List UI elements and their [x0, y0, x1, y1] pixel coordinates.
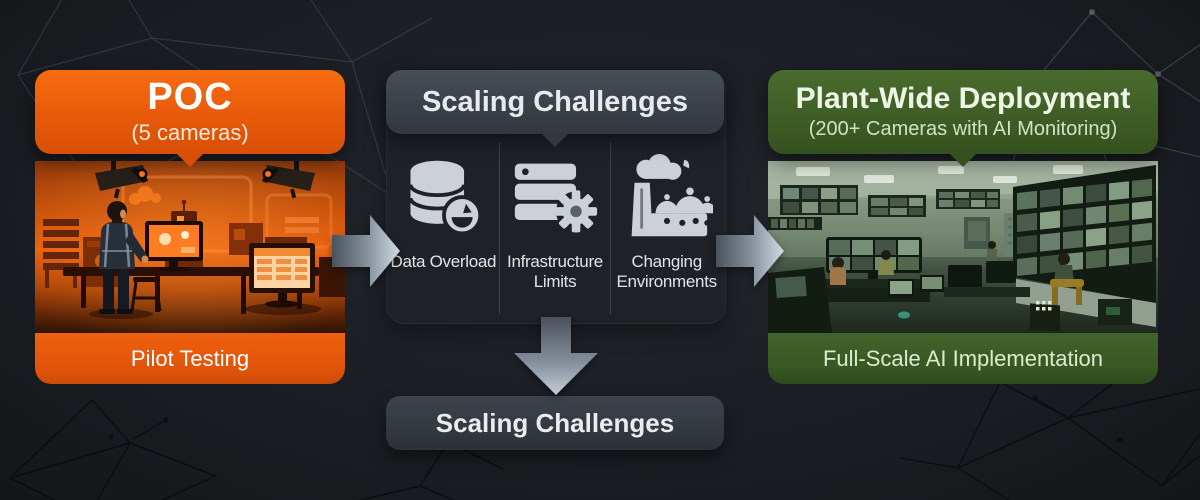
poc-title: POC [147, 76, 233, 119]
deployment-subtitle: (200+ Cameras with AI Monitoring) [808, 117, 1118, 140]
equipment-boxes [1030, 281, 1150, 332]
poc-subtitle: (5 cameras) [131, 119, 249, 145]
deployment-illustration [768, 161, 1158, 333]
server-gear-icon [509, 152, 601, 244]
shelf-silhouette [43, 219, 79, 288]
challenge-item-infrastructure-limits: Infrastructure Limits [498, 142, 611, 314]
challenge-label: Data Overload [390, 252, 497, 271]
ceiling-lights [796, 165, 1130, 183]
deployment-caption-bar: Full-Scale AI Implementation [768, 333, 1158, 384]
arrow-right-icon [332, 215, 400, 287]
challenge-item-data-overload: Data Overload [388, 142, 499, 314]
spreadsheet-monitor [249, 243, 315, 308]
poc-caption: Pilot Testing [130, 345, 250, 371]
ai-control-room-scene [768, 161, 1158, 333]
challenges-title: Scaling Challenges [422, 85, 688, 118]
operator-figures [830, 241, 1074, 285]
stool [130, 277, 162, 312]
deployment-title: Plant-Wide Deployment [795, 82, 1131, 116]
deployment-caption: Full-Scale AI Implementation [822, 345, 1104, 371]
arrow-right-icon [716, 215, 784, 287]
dashboard-monitor [145, 221, 203, 271]
poc-header: POC (5 cameras) [35, 70, 345, 154]
challenge-item-changing-environments: Changing Environments [610, 142, 722, 314]
video-wall [1013, 165, 1156, 303]
challenge-label: Changing Environments [616, 252, 718, 291]
operator-figure [99, 201, 149, 314]
deployment-header: Plant-Wide Deployment (200+ Cameras with… [768, 70, 1158, 154]
challenge-label: Infrastructure Limits [507, 252, 603, 291]
challenges-result-box: Scaling Challenges [386, 396, 724, 450]
smoke-puffs [129, 186, 161, 205]
cctv-camera-right-icon [262, 161, 315, 199]
challenges-columns: Data Overload [388, 142, 722, 314]
poc-caption-bar: Pilot Testing [35, 333, 345, 384]
challenges-result-label: Scaling Challenges [435, 407, 675, 438]
challenges-header: Scaling Challenges [386, 70, 724, 134]
mesh-bottom-right [899, 377, 1200, 500]
factory-cloud-icon [621, 152, 713, 244]
pilot-control-room-scene [35, 161, 345, 333]
poc-illustration [35, 161, 345, 333]
database-overload-icon [399, 152, 487, 244]
wall-monitor-cluster [768, 185, 1000, 230]
cctv-camera-left-icon [95, 161, 148, 199]
arrow-down-icon [514, 317, 598, 395]
desk-monitors [888, 261, 1030, 297]
chair [1050, 279, 1084, 305]
